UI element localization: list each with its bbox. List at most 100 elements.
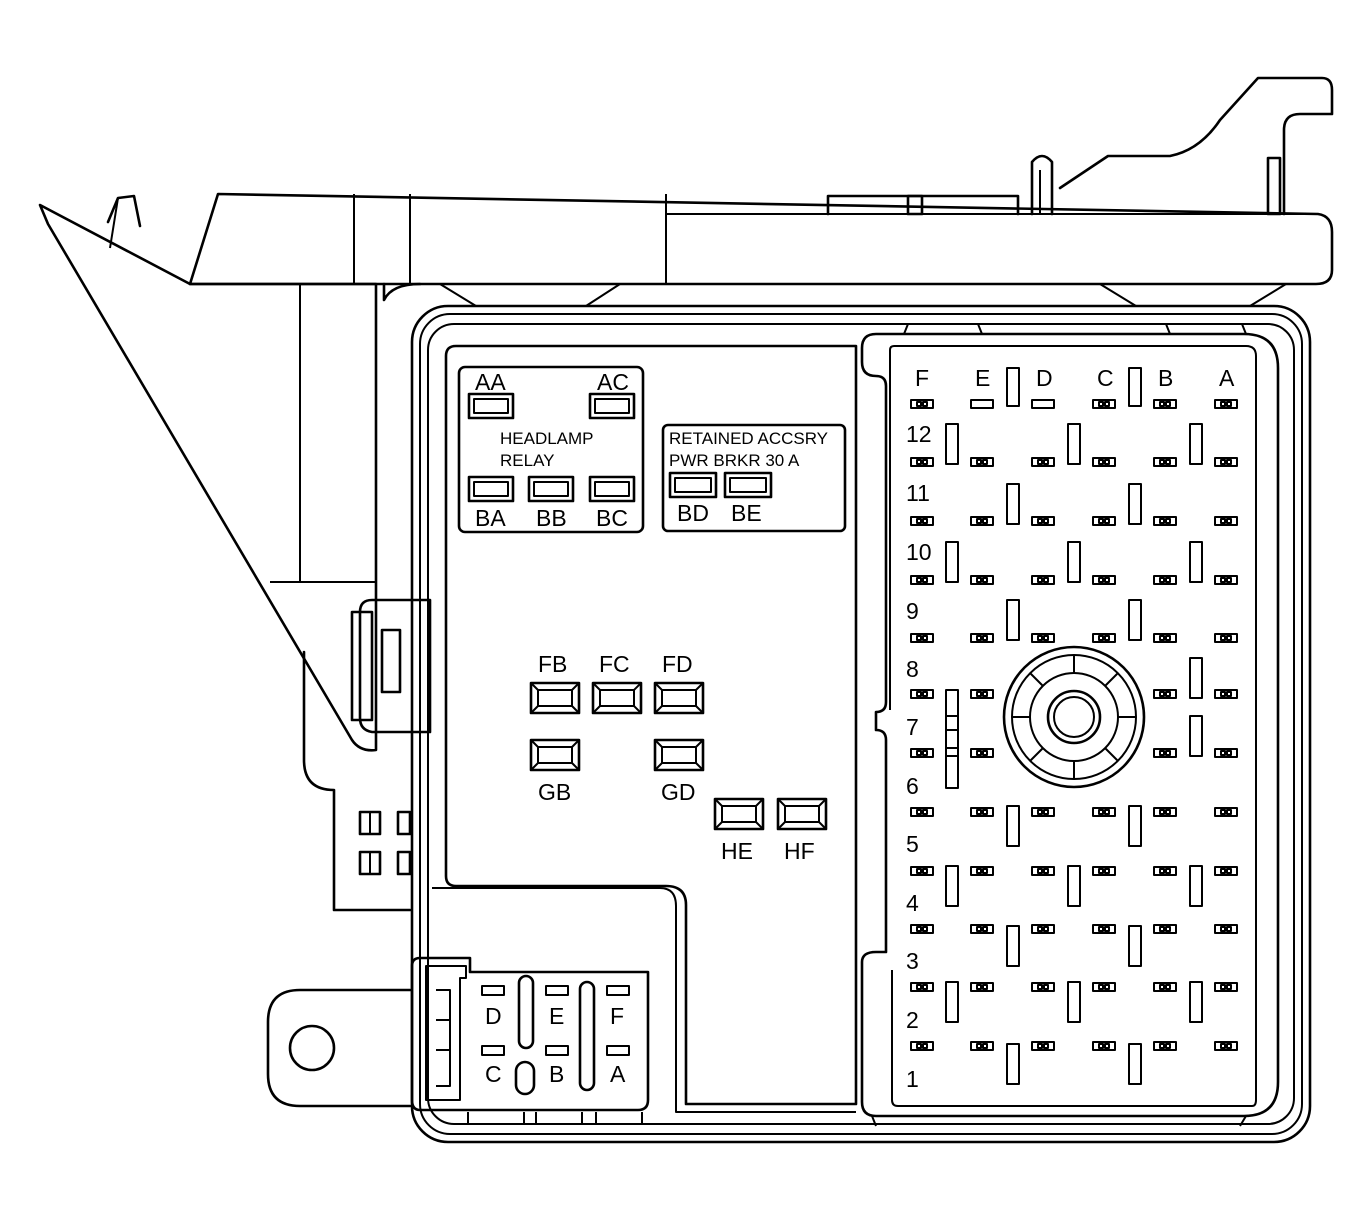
connector-pin <box>910 689 934 699</box>
connector-pin <box>1031 399 1055 409</box>
connector-pin <box>910 924 934 934</box>
connector-pin <box>1153 748 1177 758</box>
connector-pin <box>970 689 994 699</box>
connector-pin <box>1092 866 1116 876</box>
connector-slot <box>945 689 959 731</box>
main-housing <box>382 282 1312 1144</box>
row-label-9: 9 <box>906 598 919 624</box>
connector-slot <box>1067 865 1081 907</box>
connector-pin <box>1153 866 1177 876</box>
column-label-f: F <box>915 365 929 391</box>
small-conn-pin-b-label: B <box>549 1061 564 1087</box>
top-cover <box>188 76 1334 286</box>
connector-pin <box>1092 516 1116 526</box>
connector-pin <box>910 1041 934 1051</box>
connector-pin <box>1092 982 1116 992</box>
row-label-10: 10 <box>906 539 932 565</box>
connector-slot <box>1128 367 1142 407</box>
column-label-e: E <box>975 365 990 391</box>
small-conn-pin-d-label: D <box>485 1003 502 1029</box>
connector-slot <box>1189 981 1203 1023</box>
connector-pin <box>970 924 994 934</box>
relay-terminal-aa <box>467 392 515 420</box>
connector-pin <box>970 399 994 409</box>
breaker-title-line2: PWR BRKR 30 A <box>669 451 800 470</box>
connector-slot <box>1189 865 1203 907</box>
small-conn-pin-c-label: C <box>485 1061 502 1087</box>
fuse-slot-fc <box>591 681 643 715</box>
fuse-slot-gd <box>653 738 705 772</box>
connector-slot <box>1128 925 1142 967</box>
connector-pin <box>1214 633 1238 643</box>
connector-slot <box>1067 981 1081 1023</box>
connector-pin <box>1153 807 1177 817</box>
connector-pin <box>910 982 934 992</box>
row-label-11: 11 <box>906 480 930 506</box>
connector-slot <box>1006 599 1020 641</box>
connector-pin <box>1092 1041 1116 1051</box>
connector-pin <box>970 457 994 467</box>
connector-pin <box>1153 399 1177 409</box>
side-latch <box>350 598 432 876</box>
breaker-terminal-be-label: BE <box>731 500 762 526</box>
connector-slot <box>1067 423 1081 465</box>
breaker-terminal-be <box>723 471 773 499</box>
connector-pin <box>970 807 994 817</box>
connector-slot <box>1006 1043 1020 1085</box>
relay-terminal-ba <box>467 475 515 503</box>
column-label-d: D <box>1036 365 1053 391</box>
connector-pin <box>1214 982 1238 992</box>
fuse-fc-label: FC <box>599 651 630 677</box>
connector-pin <box>1214 1041 1238 1051</box>
connector-pin <box>1031 982 1055 992</box>
connector-slot <box>1006 925 1020 967</box>
connector-slot <box>1006 483 1020 525</box>
relay-terminal-bb-label: BB <box>536 505 567 531</box>
fuse-fb-label: FB <box>538 651 567 677</box>
small-connector: D E F C B A <box>410 956 650 1124</box>
small-conn-pin-e-label: E <box>549 1003 564 1029</box>
relay-terminal-aa-label: AA <box>475 369 506 395</box>
connector-pin <box>1031 575 1055 585</box>
left-flap <box>38 194 412 912</box>
connector-pin <box>1153 924 1177 934</box>
connector-slot <box>1189 541 1203 583</box>
connector-pin <box>910 399 934 409</box>
connector-slot <box>945 715 959 757</box>
row-label-4: 4 <box>906 890 919 916</box>
row-label-6: 6 <box>906 773 919 799</box>
connector-pin <box>1214 689 1238 699</box>
connector-pin <box>1214 748 1238 758</box>
connector-slot <box>945 865 959 907</box>
connector-pin <box>1092 633 1116 643</box>
row-label-12: 12 <box>906 421 932 447</box>
relay-title-line2: RELAY <box>500 451 555 470</box>
breaker-terminal-bd-label: BD <box>677 500 709 526</box>
connector-pin <box>1153 633 1177 643</box>
connector-pin <box>1031 866 1055 876</box>
connector-slot <box>1067 541 1081 583</box>
connector-pin <box>1092 399 1116 409</box>
mounting-ear <box>266 988 412 1108</box>
connector-slot <box>945 423 959 465</box>
small-conn-pin-f-label: F <box>610 1003 624 1029</box>
relay-terminal-bb <box>527 475 575 503</box>
connector-slot <box>1128 483 1142 525</box>
connector-pin <box>1153 457 1177 467</box>
connector-slot <box>945 747 959 789</box>
breaker-group: RETAINED ACCSRY PWR BRKR 30 A BD BE <box>661 423 847 533</box>
connector-pin <box>1031 807 1055 817</box>
connector-pin <box>1214 457 1238 467</box>
relay-terminal-ac-label: AC <box>597 369 629 395</box>
connector-pin <box>1031 457 1055 467</box>
relay-terminal-ba-label: BA <box>475 505 506 531</box>
connector-pin <box>1031 516 1055 526</box>
row-label-3: 3 <box>906 948 919 974</box>
breaker-terminal-bd <box>668 471 718 499</box>
connector-pin <box>910 457 934 467</box>
fuse-slot-fb <box>529 681 581 715</box>
breaker-title-line1: RETAINED ACCSRY <box>669 429 828 448</box>
connector-pin <box>1031 633 1055 643</box>
connector-pin <box>1031 1041 1055 1051</box>
